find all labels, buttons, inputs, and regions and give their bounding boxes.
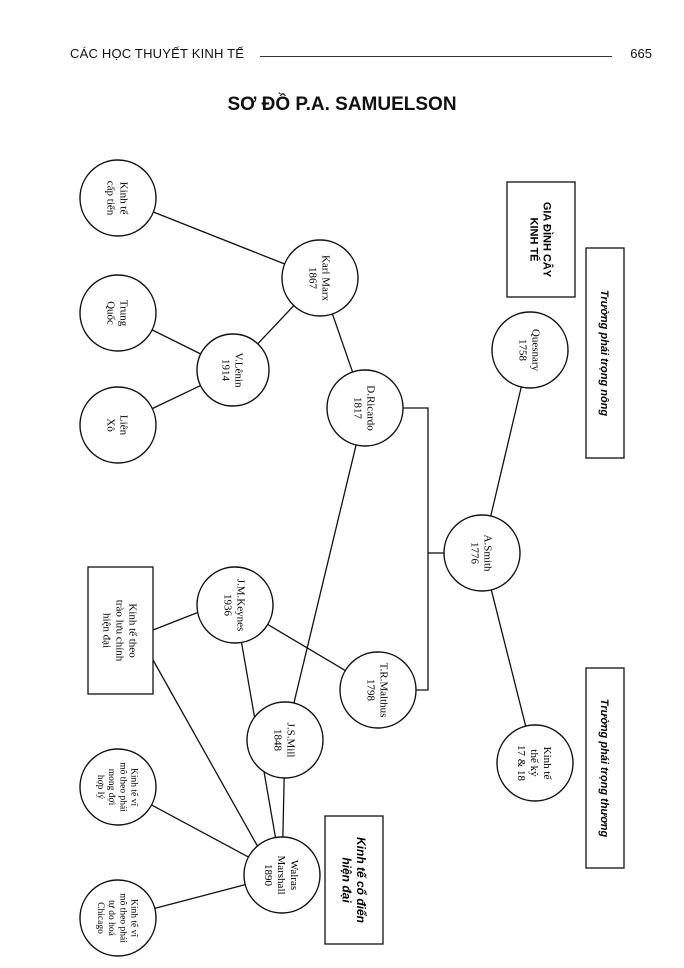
box-label-line: Kinh tế cổ điển [354,837,368,923]
node-label-line: J.S.Mill [285,723,297,758]
node-label-line: T.R.Malthus [378,663,390,718]
box-label-line: GIA ĐÌNH CÂY [541,202,554,278]
box-label-line: hiện đại [340,857,354,903]
node-label-line: Trung [118,300,130,327]
node-label-line: Marshall [275,855,287,894]
node-label-line: Karl Marx [320,255,332,302]
edge-marshall-chicago [154,884,246,909]
edge-box-marshall [152,659,259,848]
node-label-line: 1758 [517,339,529,362]
node-label-line: mô theo phái [117,893,127,943]
node-label-line: 1848 [272,729,284,752]
edge-smith-quesnary [490,386,522,517]
node-label-line: 1817 [352,397,364,420]
node-label-line: A.Smith [482,535,494,572]
node-label-line: mong đợi [106,769,116,806]
node-label-line: Quốc [105,301,117,325]
node-label-line: 17 & 18 [515,745,527,782]
node-label-line: Kinh tế vĩ [128,899,139,937]
box-label-line: Kinh tế theo [127,603,139,658]
edge-lenin-trung_quoc [151,329,202,355]
node-label-line: 1867 [307,267,319,290]
edge-marshall-mong_doi [151,804,249,858]
node-label-line: 1936 [222,594,234,617]
node-label-line: Liên [118,415,130,436]
node-label-line: tự do hoá [106,900,116,937]
box-label-line: hiện đại [101,613,113,648]
node-label-line: Xô [105,418,117,432]
running-head: CÁC HỌC THUYẾT KINH TẾ 665 [70,46,652,68]
edge-keynes-box [152,611,200,631]
box-label-line: Trường phái trọng thương [598,699,610,838]
node-label-line: J.M.Keynes [235,579,247,632]
node-label-line: Chicago [95,902,105,934]
edge-mill-marshall [282,777,285,838]
node-label-line: Kinh tế [541,747,553,781]
edge-smith-kinh_te_the_ky [490,589,527,727]
node-label-line: 1914 [220,359,232,382]
node-label-line: 1890 [262,864,274,887]
edge-keynes-malthus [267,623,346,672]
box-label-line: KINH TẾ [528,218,541,262]
node-label-line: cấp tiến [105,181,117,216]
bracket-ricardo-malthus [400,407,429,691]
node-label-line: V.Lênin [233,353,245,388]
edge-karl_marx-ricardo [331,313,354,373]
running-title: CÁC HỌC THUYẾT KINH TẾ [70,46,245,61]
page-number: 665 [630,46,652,61]
node-label-line: Quesnary [530,329,542,372]
node-label-line: D.Ricardo [365,385,377,431]
box-label-line: trào lưu chính [114,600,126,662]
node-label-line: Walras [288,860,300,890]
edge-ricardo-mill [293,444,357,704]
edge-karl_marx-kinh_te_cap_tien [153,211,285,265]
node-label-line: 1776 [469,542,481,565]
edge-lenin-lien_xo [152,384,201,410]
node-label-line: mô theo phái [117,762,127,812]
diagram-title: SƠ ĐỒ P.A. SAMUELSON [227,94,457,115]
box-trong-nong: Trường phái trọng nông [585,247,625,459]
header-rule [260,56,612,57]
node-label-line: Kinh tế vĩ [128,768,139,806]
node-label-line: hợp lý [95,775,105,800]
box-label-line: Trường phái trọng nông [598,290,610,417]
node-label-line: 1798 [365,679,377,702]
node-label-line: Kinh tế [118,182,130,216]
edge-karl_marx-lenin [257,305,295,345]
box-trong-thuong: Trường phái trọng thương [585,667,625,869]
connections [151,211,527,909]
node-label-line: thế kỷ [528,749,540,777]
